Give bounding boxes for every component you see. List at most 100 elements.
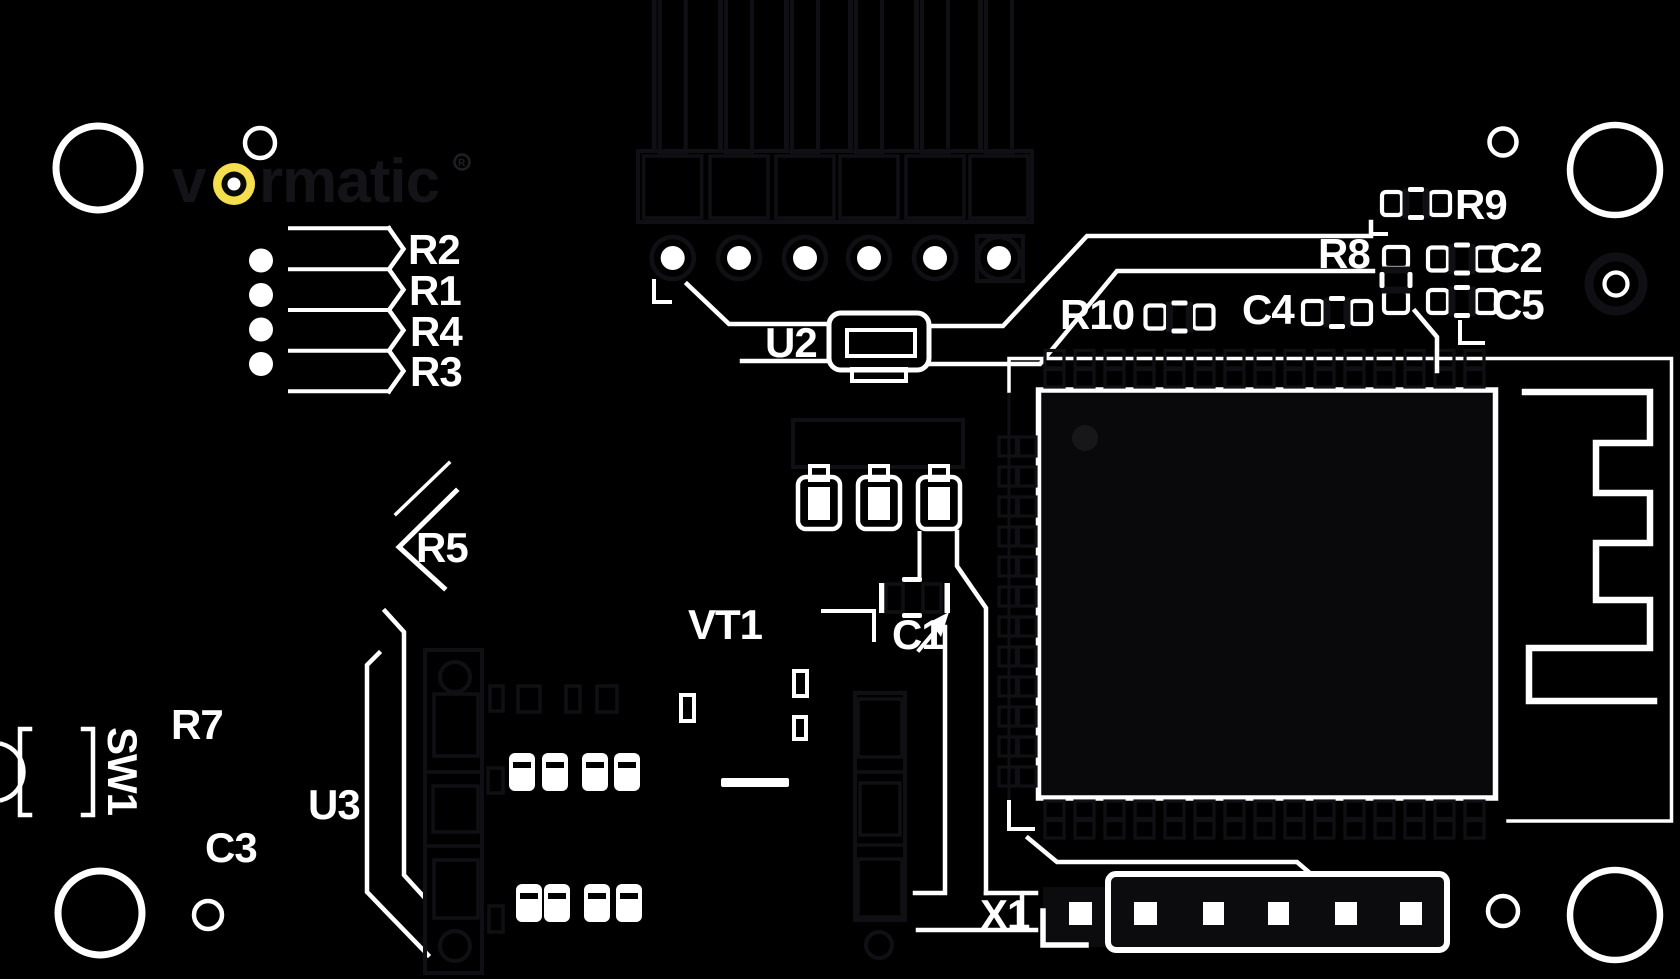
ic-pad-left [997, 555, 1019, 578]
r5-chevron [395, 487, 460, 592]
trace-diagonal-circle1 [683, 280, 832, 327]
connector-cell [708, 154, 770, 220]
pad-dot [249, 248, 273, 273]
ic-pad-bottom [1253, 818, 1276, 840]
x1-pin [1069, 902, 1092, 925]
label-sw1: SW1 [99, 727, 146, 816]
smd-pad [614, 753, 640, 791]
cap-pad-outline [915, 474, 963, 532]
via-top-left [242, 125, 278, 161]
ic-pad-left [1016, 585, 1038, 608]
chip-tick [1329, 324, 1345, 329]
label-r9: R9 [1455, 181, 1507, 228]
col-cell [856, 697, 904, 759]
ic-pad-bottom [1193, 818, 1216, 840]
connector-pin [790, 0, 820, 154]
connector-pin [854, 0, 884, 154]
module-outline [1007, 356, 1674, 823]
mounting-hole-bottom-right [1566, 866, 1664, 964]
ic-pad-bottom [1463, 818, 1486, 840]
smd-pad-slit [620, 893, 638, 899]
c1-end-bar-right [944, 583, 950, 613]
col-hole [438, 929, 472, 963]
connector-cell [774, 154, 836, 220]
chip-body-bar [1343, 297, 1351, 328]
ic-pad-bottom [1373, 799, 1396, 821]
ic-pad-bottom [1343, 818, 1366, 840]
vt1-area: VT1 [679, 601, 809, 787]
col-hole [438, 660, 472, 694]
ic-pad-left [1016, 735, 1038, 758]
chip-body-bar [1448, 244, 1456, 274]
chip-tick [1454, 242, 1470, 248]
col-cell [432, 692, 480, 758]
ic-pad-left [1016, 525, 1038, 548]
pad-dot [249, 317, 273, 342]
chip-body-bar [1166, 302, 1173, 332]
ic-pad-left [997, 525, 1019, 548]
r5-line [393, 460, 452, 517]
col-side-pad [486, 766, 505, 795]
smd-pad-slit [618, 762, 636, 768]
vt1-pad-right-bottom [792, 715, 808, 741]
ic-pad-bottom [1163, 818, 1186, 840]
smd-pad [509, 753, 535, 791]
connector-cell [641, 154, 704, 220]
ic-pad-top [1193, 367, 1216, 389]
ic-pad-left [997, 675, 1019, 698]
u3-area: U3 [308, 607, 432, 959]
small-pad [564, 684, 582, 714]
ic-pad-left [997, 495, 1019, 518]
ic-pad-top [1343, 367, 1366, 389]
chip-pad [1473, 245, 1499, 273]
chip-pad [1473, 287, 1499, 316]
ic-pad-bottom [1253, 799, 1276, 821]
connector-cell [968, 154, 1030, 220]
pad-rows [509, 753, 642, 922]
trace-x1-stub [915, 890, 1039, 933]
chip-body-bar [1468, 286, 1476, 317]
ic-pad-top [1433, 367, 1456, 389]
connector-pin-bar [718, 0, 723, 150]
ic-pad-left [997, 465, 1019, 488]
ic-pad-top [1283, 367, 1306, 389]
resistor-group-left: R2 R1 R4 R3 [249, 225, 464, 395]
mounting-hole-bottom-left [54, 867, 146, 959]
logo-text-v: v [172, 147, 207, 216]
passives [1143, 187, 1499, 334]
small-pad [488, 684, 505, 713]
chip-tick [1454, 270, 1470, 276]
trace-b [927, 268, 1376, 367]
cap-pads [795, 464, 963, 532]
registered-mark-icon [453, 153, 471, 171]
via-bottom-left [191, 898, 225, 932]
u3-outline-inner [381, 607, 428, 901]
ic-pad-bottom [1343, 799, 1366, 821]
c1-end-bar-left [879, 583, 885, 613]
ic-pad-bottom [1433, 818, 1456, 840]
ic-pad-left [1016, 765, 1038, 788]
col-cell [856, 857, 904, 919]
ic-pad-bottom [1193, 799, 1216, 821]
connector-ring [845, 234, 893, 282]
ic-pad-bottom [1313, 799, 1336, 821]
label-r4: R4 [410, 308, 463, 355]
label-r1: R1 [409, 267, 461, 314]
label-r3: R3 [410, 348, 462, 395]
connector-hole [793, 246, 817, 270]
ic-pad-left [1016, 705, 1038, 728]
top-connector [636, 0, 1034, 283]
x1-connector: X1 [980, 834, 1450, 953]
chip-tick [1379, 272, 1385, 288]
connector-hole [727, 246, 751, 270]
connector-ring [649, 234, 696, 282]
c1-tick-bottom [902, 613, 922, 618]
smd-pad-slit [513, 762, 531, 768]
trace-a [927, 219, 1374, 329]
chip-tick [1171, 300, 1188, 306]
ic-pad-left [997, 585, 1019, 608]
chip-body-bar [1448, 286, 1456, 317]
chip-tick [1454, 285, 1470, 290]
ic-pad-top [1133, 367, 1156, 389]
